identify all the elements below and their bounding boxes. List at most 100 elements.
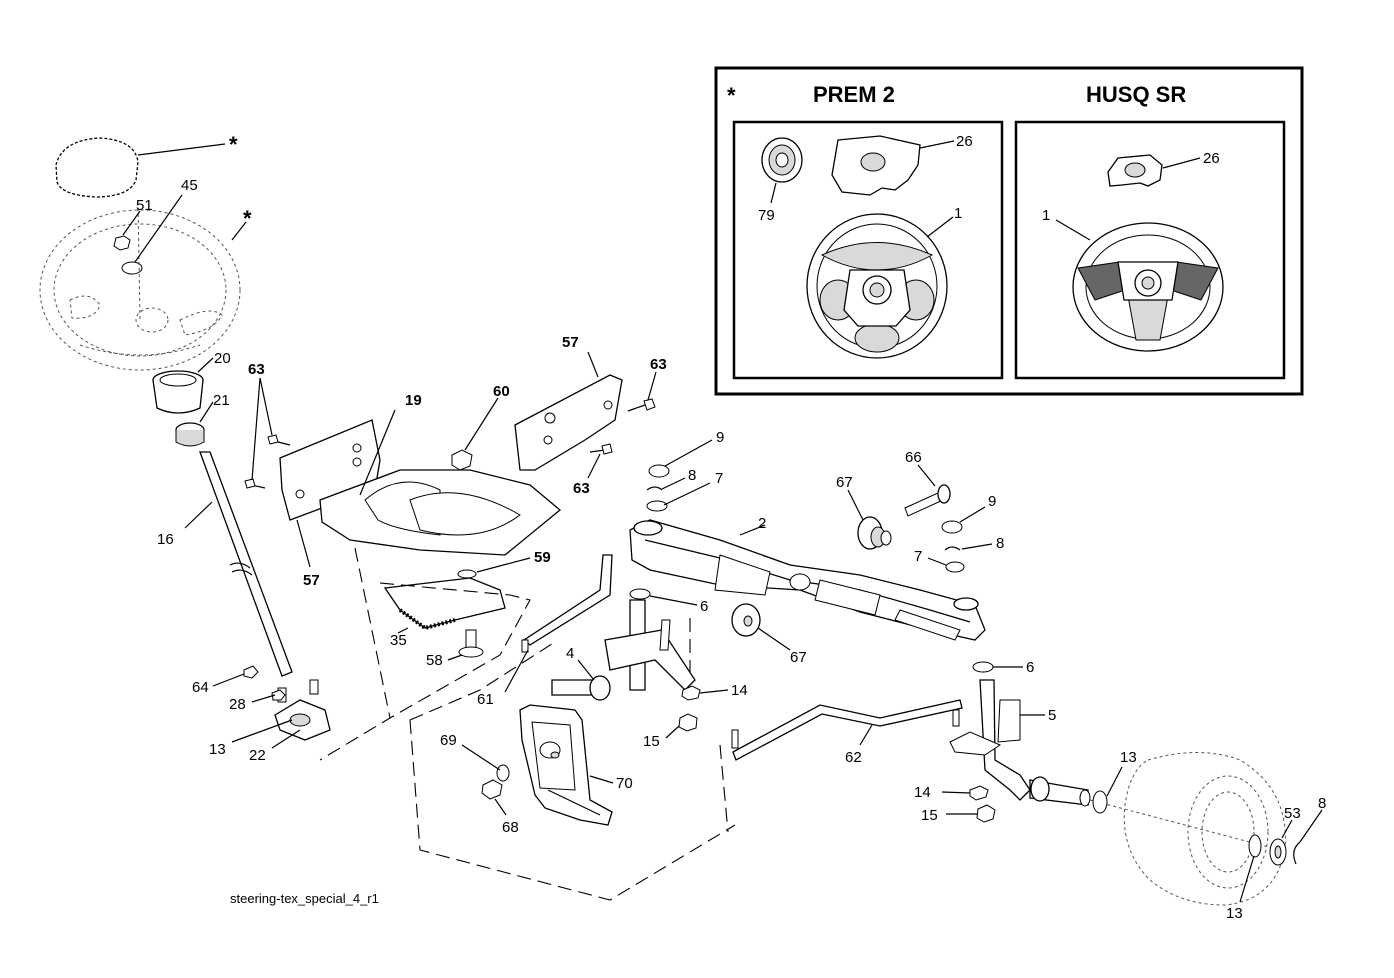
retaining-clip-icon	[1293, 841, 1301, 865]
callout-9-left: 9	[716, 429, 724, 446]
callout-20: 20	[214, 350, 231, 367]
callout-8-right: 8	[996, 535, 1004, 552]
husq-sr-panel: 26 1	[1014, 120, 1286, 380]
nut-icon	[113, 235, 131, 251]
wheel-washer-inner-icon	[1092, 790, 1108, 814]
callout-26-husq: 26	[1203, 150, 1220, 167]
hub-cover-icon	[831, 135, 921, 196]
tie-rod-icon	[731, 699, 963, 761]
splined-adapter-icon	[175, 422, 205, 447]
prem2-panel: 26 79 1	[732, 120, 1004, 380]
callout-13-wheel-outer: 13	[1226, 905, 1243, 922]
callout-28: 28	[229, 696, 246, 713]
husq-hub-cover-icon	[1107, 154, 1163, 187]
mounting-brackets: 63 19 57 60 57 63 63	[244, 334, 667, 589]
star-cap: *	[229, 132, 238, 157]
pivot-bushing-bottom-icon	[731, 603, 761, 637]
callout-7-right: 7	[914, 548, 922, 565]
steering-shaft-icon	[199, 451, 293, 677]
callout-1-prem2: 1	[954, 205, 962, 222]
drag-link-icon	[521, 554, 613, 653]
emblem-icon	[761, 137, 803, 183]
steering-wheel-icon	[39, 209, 241, 371]
callout-59: 59	[534, 549, 551, 566]
callout-53: 53	[1284, 805, 1301, 822]
star-wheel: *	[243, 206, 252, 231]
callout-35: 35	[390, 632, 407, 649]
callout-4: 4	[566, 645, 574, 662]
prem2-steering-wheel-icon	[806, 213, 948, 359]
callout-62: 62	[845, 749, 862, 766]
callout-15-left: 15	[643, 733, 660, 750]
inset-star: *	[727, 83, 736, 108]
callout-63-lower: 63	[573, 480, 590, 497]
diagram-caption: steering-tex_special_4_r1	[230, 891, 379, 906]
sector-bolt-icon	[458, 629, 484, 658]
bushing-icon	[152, 370, 204, 414]
callout-14-left: 14	[731, 682, 748, 699]
callout-7-left: 7	[715, 470, 723, 487]
front-axle-icon	[629, 519, 986, 641]
sector-gear-assembly: 59 35 58	[383, 549, 551, 669]
callout-13a: 13	[209, 741, 226, 758]
steering-wheel-assembly: * * 51 45 20	[39, 132, 331, 764]
pedal-nut-icon	[481, 779, 503, 800]
shaft-support-plate-icon	[271, 679, 331, 741]
callout-70: 70	[616, 775, 633, 792]
assembly-dash-lines	[319, 547, 736, 901]
callout-63-left: 63	[248, 361, 265, 378]
callout-67-bottom: 67	[790, 649, 807, 666]
pivot-bushing-top-icon	[857, 516, 892, 550]
husq-sr-steering-wheel-icon	[1072, 222, 1224, 352]
pivot-bolt-icon	[904, 484, 951, 517]
callout-6-left: 6	[700, 598, 708, 615]
callout-14-right: 14	[914, 784, 931, 801]
callout-51: 51	[136, 197, 153, 214]
callout-9-right: 9	[988, 493, 996, 510]
spindle-nut-icon	[678, 713, 698, 732]
left-spindle-icon	[551, 599, 696, 701]
callout-61: 61	[477, 691, 494, 708]
pedal-washer-icon	[496, 764, 510, 782]
spindle-bushing-left-icon	[629, 588, 651, 600]
callout-79: 79	[758, 207, 775, 224]
callout-45: 45	[181, 177, 198, 194]
wheel-washer-outer-icon	[1248, 834, 1262, 858]
callout-13-wheel-inner: 13	[1120, 749, 1137, 766]
prem2-title: PREM 2	[813, 82, 895, 107]
hub-cap-icon	[55, 137, 139, 198]
axle-washer-right-icon	[945, 561, 965, 573]
callout-1-husq: 1	[1042, 207, 1050, 224]
callout-26-prem2: 26	[956, 133, 973, 150]
callout-19: 19	[405, 392, 422, 409]
callout-67-top: 67	[836, 474, 853, 491]
steering-wheel-options-inset: * PREM 2 HUSQ SR	[714, 66, 1304, 396]
sector-washer-icon	[457, 569, 477, 579]
pedal-bracket-icon	[519, 704, 613, 826]
callout-5: 5	[1048, 707, 1056, 724]
callout-22: 22	[249, 747, 266, 764]
tie-rod-nut-icon	[976, 804, 996, 823]
washer-icon	[121, 261, 143, 275]
spindle-washer-icon	[681, 685, 701, 701]
bracket-plate-right-icon	[514, 374, 623, 471]
callout-63-right: 63	[650, 356, 667, 373]
callout-8-wheel: 8	[1318, 795, 1326, 812]
callout-57-left: 57	[303, 572, 320, 589]
callout-8-left: 8	[688, 467, 696, 484]
callout-21: 21	[213, 392, 230, 409]
callout-15-right: 15	[921, 807, 938, 824]
callout-16: 16	[157, 531, 174, 548]
shaft-nut-icon	[243, 665, 259, 679]
axle-cap-left-icon	[648, 464, 670, 478]
spindle-bushing-right-icon	[972, 661, 994, 673]
callout-64: 64	[192, 679, 209, 696]
axle-washer-left-icon	[646, 500, 668, 512]
right-spindle-icon	[949, 679, 1091, 807]
callout-68: 68	[502, 819, 519, 836]
callout-57-right: 57	[562, 334, 579, 351]
callout-66: 66	[905, 449, 922, 466]
tie-rod-washer-icon	[969, 785, 989, 801]
callout-2: 2	[758, 515, 766, 532]
